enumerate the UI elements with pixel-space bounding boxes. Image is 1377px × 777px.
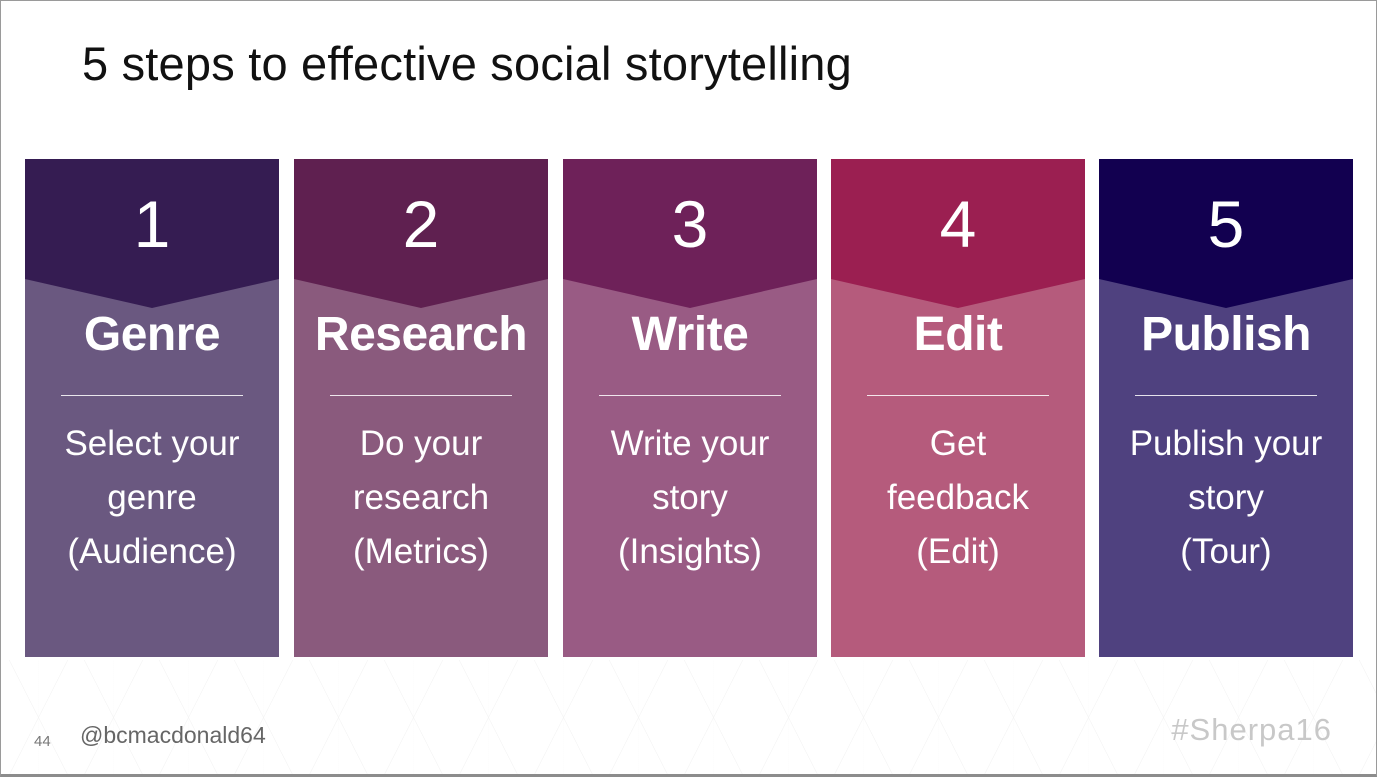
step-description: Write your story (Insights) [563, 417, 817, 579]
step-header-chevron [563, 159, 817, 308]
description-line: (Tour) [1180, 532, 1272, 571]
description-line: (Metrics) [352, 532, 490, 571]
step-description: Do your research (Metrics) [294, 417, 548, 579]
description-line: research [352, 478, 490, 517]
divider [599, 395, 781, 396]
step-card-4: 4 Edit Get feedback (Edit) [831, 159, 1085, 657]
step-heading: Edit [913, 308, 1003, 361]
step-card-1: 1 Genre Select your genre (Audience) [25, 159, 279, 657]
step-header-chevron [25, 159, 279, 308]
description-line: story [652, 478, 728, 517]
description-line: genre [107, 478, 197, 517]
divider [61, 395, 243, 396]
step-number: 1 [133, 187, 171, 261]
step-heading: Research [314, 308, 528, 361]
description-line: Select your [64, 424, 240, 463]
divider [867, 395, 1049, 396]
step-header-chevron [1099, 159, 1353, 308]
step-number: 3 [671, 187, 709, 261]
description-line: story [1188, 478, 1264, 517]
step-description: Select your genre (Audience) [25, 417, 279, 579]
description-line: Write your [610, 424, 770, 463]
step-card-5: 5 Publish Publish your story (Tour) [1099, 159, 1353, 657]
description-line: (Insights) [618, 532, 762, 571]
description-line: feedback [886, 478, 1030, 517]
step-heading: Genre [83, 308, 221, 361]
step-description: Get feedback (Edit) [831, 417, 1085, 579]
step-number: 4 [939, 187, 977, 261]
twitter-handle: @bcmacdonald64 [80, 722, 266, 748]
step-heading: Write [631, 308, 749, 361]
description-line: (Edit) [916, 532, 1000, 571]
step-number: 5 [1207, 187, 1245, 261]
divider [1135, 395, 1317, 396]
description-line: Publish your [1129, 424, 1323, 463]
step-description: Publish your story (Tour) [1099, 417, 1353, 579]
step-number: 2 [402, 187, 440, 261]
step-heading: Publish [1141, 308, 1311, 361]
divider [330, 395, 512, 396]
description-line: Get [929, 424, 987, 463]
step-header-chevron [831, 159, 1085, 308]
hashtag: #Sherpa16 [1171, 712, 1332, 747]
description-line: Do your [359, 424, 483, 463]
page-number: 44 [34, 733, 51, 750]
background-pattern [1, 660, 1376, 774]
slide-title: 5 steps to effective social storytelling [82, 37, 852, 90]
step-card-2: 2 Research Do your research (Metrics) [294, 159, 548, 657]
description-line: (Audience) [67, 532, 237, 571]
step-header-chevron [294, 159, 548, 308]
step-card-3: 3 Write Write your story (Insights) [563, 159, 817, 657]
